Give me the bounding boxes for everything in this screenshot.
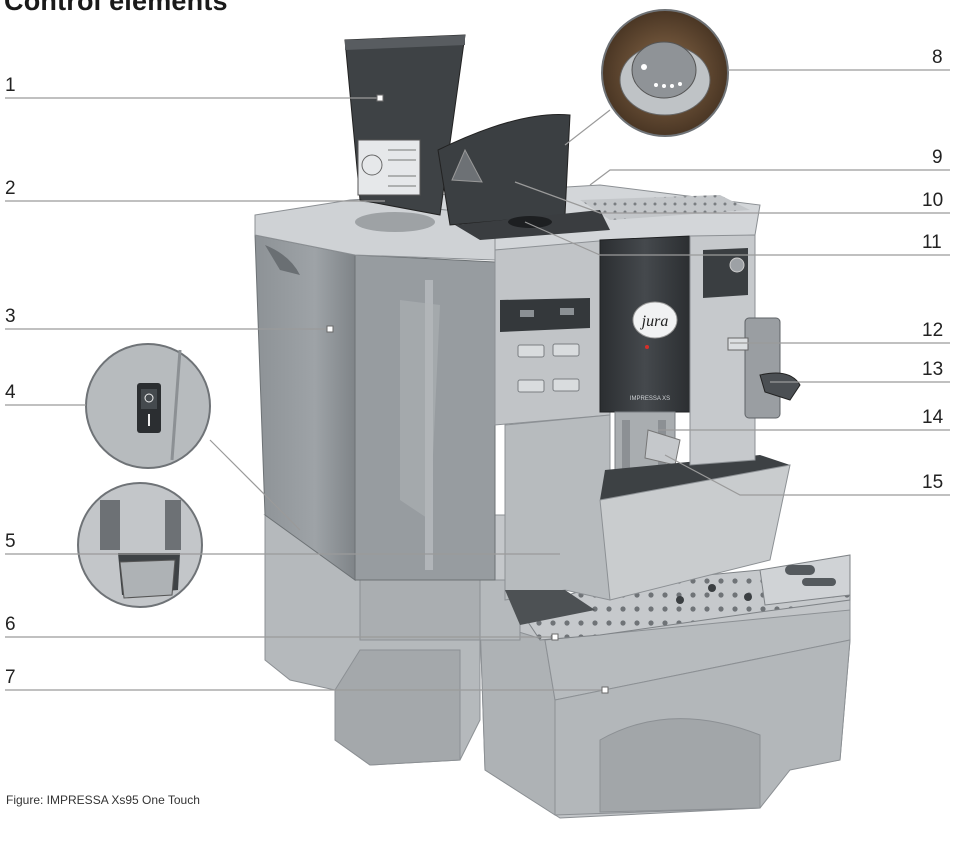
callout-6: 6 xyxy=(5,614,16,635)
inset-drip-tray-view xyxy=(77,482,203,608)
filling-funnel-lid xyxy=(344,34,466,216)
leader-15 xyxy=(664,454,950,496)
callout-15: 15 xyxy=(922,472,944,493)
leader-10 xyxy=(514,181,950,214)
anchor-1 xyxy=(376,94,384,102)
leader-4b xyxy=(209,439,301,531)
inset-power-switch xyxy=(85,343,211,469)
callout-13: 13 xyxy=(922,359,944,380)
anchor-3 xyxy=(326,325,334,333)
anchor-6 xyxy=(551,633,559,641)
drip-tray xyxy=(479,554,851,819)
figure-caption: Figure: IMPRESSA Xs95 One Touch xyxy=(6,793,200,807)
callout-14: 14 xyxy=(922,407,944,428)
callout-12: 12 xyxy=(922,320,944,341)
bean-container-lid xyxy=(437,113,610,240)
leader-9 xyxy=(589,169,950,186)
callout-9: 9 xyxy=(932,147,943,168)
coffee-spout-column xyxy=(599,235,691,490)
callout-3: 3 xyxy=(5,306,16,327)
front-panel xyxy=(494,239,611,625)
anchor-7 xyxy=(601,686,609,694)
callout-4: 4 xyxy=(5,382,16,403)
callout-7: 7 xyxy=(5,667,16,688)
callout-2: 2 xyxy=(5,178,16,199)
brand-logo: jura xyxy=(640,313,669,330)
callout-1: 1 xyxy=(5,75,16,96)
cup-platform xyxy=(599,455,791,601)
page-title: Control elements xyxy=(4,0,228,16)
water-tank xyxy=(254,234,496,581)
leader-11 xyxy=(524,221,950,256)
callout-11: 11 xyxy=(922,232,942,253)
leader-lines xyxy=(5,69,950,691)
callout-10: 10 xyxy=(922,190,944,211)
leader-8b xyxy=(564,109,611,146)
anchor-markers xyxy=(326,94,609,694)
callout-5: 5 xyxy=(5,531,16,552)
inset-grinder-dial xyxy=(601,9,729,137)
model-label: IMPRESSA XS xyxy=(630,396,670,402)
callout-8: 8 xyxy=(932,47,943,68)
